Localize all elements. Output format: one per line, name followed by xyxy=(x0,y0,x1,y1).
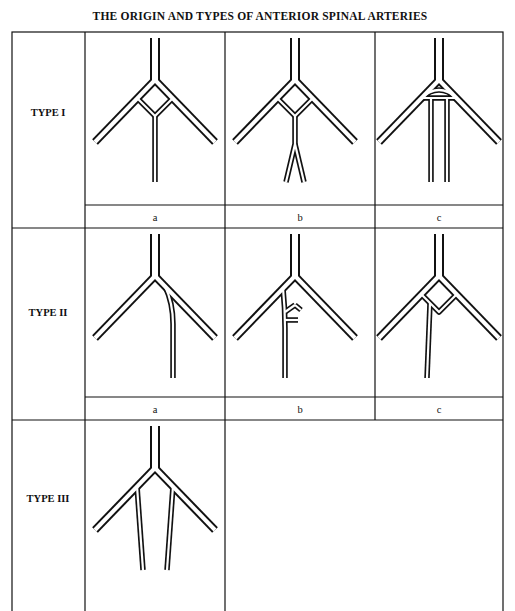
artery-vessel xyxy=(286,116,295,182)
artery-vessel xyxy=(152,116,158,182)
artery-vessel xyxy=(428,98,434,182)
artery-vessel xyxy=(152,426,158,470)
artery-vessel xyxy=(434,38,444,82)
artery-vessel xyxy=(292,234,298,278)
artery-vessel xyxy=(295,305,301,310)
artery-vessel xyxy=(137,486,143,570)
artery-vessel xyxy=(295,276,355,338)
column-rule xyxy=(84,32,85,611)
artery-figure xyxy=(95,426,215,570)
subtype-letter: b xyxy=(297,404,302,415)
artery-figure xyxy=(379,38,499,182)
artery-vessel xyxy=(285,305,295,312)
row-rule xyxy=(12,227,503,228)
artery-vessel xyxy=(295,144,304,182)
artery-vessel xyxy=(427,303,430,378)
artery-vessel xyxy=(152,234,158,278)
artery-vessel xyxy=(283,288,285,378)
row-rule xyxy=(12,419,503,420)
artery-vessel xyxy=(286,116,295,182)
artery-vessel xyxy=(277,98,313,116)
artery-vessel xyxy=(154,116,156,182)
row-rule xyxy=(85,204,503,205)
artery-vessel xyxy=(95,276,155,338)
artery-vessel xyxy=(95,468,155,530)
artery-vessel xyxy=(155,80,215,142)
artery-vessel xyxy=(150,234,160,278)
artery-illustration xyxy=(95,38,499,570)
artery-vessel xyxy=(295,80,355,142)
artery-vessel xyxy=(155,276,215,338)
artery-vessel xyxy=(430,98,432,182)
artery-vessel xyxy=(436,234,442,278)
artery-vessel xyxy=(155,468,215,530)
artery-vessel xyxy=(292,38,298,82)
artery-vessel xyxy=(155,276,215,338)
artery-vessel xyxy=(290,234,300,278)
artery-vessel xyxy=(421,90,457,98)
artery-vessel xyxy=(436,38,442,82)
artery-vessel xyxy=(434,234,444,278)
column-rule xyxy=(224,420,225,611)
row-heading: TYPE II xyxy=(29,307,68,318)
artery-vessel xyxy=(290,38,300,82)
artery-vessel xyxy=(155,468,215,530)
column-rule xyxy=(224,32,225,420)
artery-vessel xyxy=(421,294,457,312)
subtype-letter: c xyxy=(437,404,442,415)
artery-vessel xyxy=(283,288,285,378)
subtype-letter: c xyxy=(437,212,442,223)
artery-vessel xyxy=(137,98,173,116)
artery-vessel xyxy=(165,286,173,378)
artery-vessel xyxy=(95,80,155,142)
artery-vessel xyxy=(439,276,499,338)
artery-vessel xyxy=(444,98,450,182)
artery-vessel xyxy=(167,486,173,570)
artery-vessel xyxy=(446,98,448,182)
artery-vessel xyxy=(285,317,298,323)
artery-figure xyxy=(235,234,355,378)
artery-vessel xyxy=(235,80,295,142)
artery-vessel xyxy=(155,80,215,142)
artery-figure xyxy=(379,234,499,378)
artery-figure xyxy=(95,38,215,182)
artery-vessel xyxy=(167,486,173,570)
artery-vessel xyxy=(285,319,298,321)
artery-vessel xyxy=(427,303,430,378)
subtype-letter: a xyxy=(153,404,158,415)
artery-vessel xyxy=(295,276,355,338)
artery-vessel xyxy=(439,276,499,338)
artery-vessel xyxy=(95,468,155,530)
artery-vessel xyxy=(295,305,301,310)
artery-vessel xyxy=(152,38,158,82)
artery-vessel xyxy=(295,144,304,182)
artery-vessel xyxy=(95,80,155,142)
artery-vessel xyxy=(137,98,173,116)
artery-vessel xyxy=(235,80,295,142)
row-heading: TYPE I xyxy=(31,107,66,118)
artery-vessel xyxy=(137,486,143,570)
artery-vessel xyxy=(165,286,173,378)
row-rule xyxy=(85,396,503,397)
artery-figure xyxy=(235,38,355,182)
artery-vessel xyxy=(285,305,295,312)
artery-figure xyxy=(95,234,215,378)
artery-vessel xyxy=(95,276,155,338)
artery-vessel xyxy=(150,426,160,470)
artery-vessel xyxy=(277,98,313,116)
diagram-title: THE ORIGIN AND TYPES OF ANTERIOR SPINAL … xyxy=(93,10,428,22)
subtype-letter: a xyxy=(153,212,158,223)
artery-vessel xyxy=(150,38,160,82)
artery-vessel xyxy=(421,294,457,312)
row-heading: TYPE III xyxy=(27,493,70,504)
table-frame xyxy=(12,32,503,611)
artery-vessel xyxy=(295,80,355,142)
column-rule xyxy=(374,32,375,420)
subtype-letter: b xyxy=(297,212,302,223)
